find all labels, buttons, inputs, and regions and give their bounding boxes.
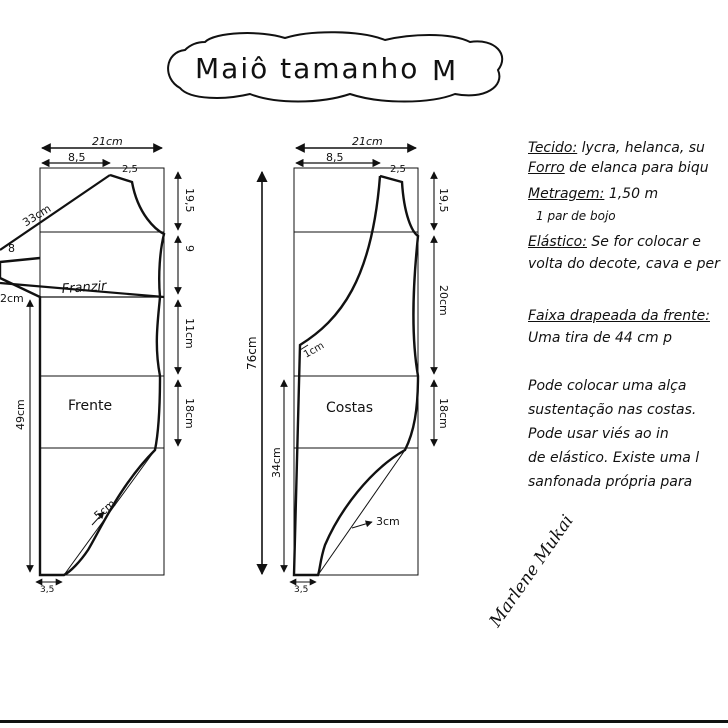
front-diagonal <box>0 174 111 251</box>
note-elastico: Elástico: Se for colocar e <box>528 234 701 251</box>
back-labels: 21cm 8,5 2,5 Costas 19,5 20cm 18cm 76cm … <box>245 135 450 595</box>
back-leg-label: 3cm <box>376 515 400 528</box>
note-pode-4: de elástico. Existe uma l <box>528 450 699 467</box>
note-tecido: Tecido: lycra, helanca, su <box>528 140 705 157</box>
metragem-label: Metragem: <box>528 186 605 202</box>
note-elastico-2: volta do decote, cava e per <box>528 256 720 273</box>
back-left-label: 34cm <box>270 447 283 478</box>
back-shoulder-label: 2,5 <box>390 164 406 175</box>
note-pode-3: Pode usar viés ao in <box>528 426 669 443</box>
note-faixa: Faixa drapeada da frente: <box>528 308 710 325</box>
front-bottom-label: 3,5 <box>40 585 54 595</box>
front-r2-label: 9 <box>183 245 196 252</box>
note-pode-5: sanfonada própria para <box>528 474 692 491</box>
elastico-text: Se for colocar e <box>586 234 701 250</box>
front-gather-label: Franzir <box>61 279 108 297</box>
pode-text-3: Pode usar viés ao in <box>528 426 669 442</box>
tecido-label: Tecido: <box>528 140 578 156</box>
front-gather-line <box>0 281 165 299</box>
front-left-label: 49cm <box>14 399 27 430</box>
bottom-border <box>0 720 728 723</box>
note-pode-1: Pode colocar uma alça <box>528 378 686 395</box>
back-width-label: 21cm <box>352 135 383 148</box>
front-piece <box>0 143 182 586</box>
front-outline <box>0 173 166 577</box>
front-r4-label: 18cm <box>183 398 196 429</box>
back-frame <box>293 167 419 576</box>
pode-text-4: de elástico. Existe uma l <box>528 450 700 466</box>
forro-label: Forro <box>528 160 565 176</box>
front-labels: 21cm 8,5 2,5 33cm 8 2cm Franzir Frente 1… <box>0 135 196 595</box>
signature: Marlene Mukai <box>485 511 578 631</box>
note-pode-2: sustentação nas costas. <box>528 402 696 419</box>
front-side-a-label: 8 <box>8 242 15 255</box>
title-text: Maiô tamanho <box>195 52 419 85</box>
title-size: M <box>432 54 458 87</box>
front-leg-guide <box>63 449 156 576</box>
front-width-label: 21cm <box>92 135 123 148</box>
back-bottom-label: 3,5 <box>294 585 308 595</box>
pode-text-2: sustentação nas costas. <box>528 402 697 418</box>
note-forro: Forro de elanca para biqu <box>528 160 709 177</box>
elastico-text-2: volta do decote, cava e per <box>528 256 720 272</box>
front-shoulder-label: 2,5 <box>122 164 138 175</box>
title-cloud: Maiô tamanho M <box>167 31 504 103</box>
signature-text: Marlene Mukai <box>485 511 578 631</box>
back-inner-label: 1cm <box>302 340 326 360</box>
back-leg-guide <box>317 449 406 576</box>
note-bojo: 1 par de bojo <box>536 208 616 225</box>
front-label: Frente <box>68 398 112 414</box>
front-side-b-label: 2cm <box>0 292 24 305</box>
front-leg-mark <box>91 511 105 526</box>
front-r3-label: 11cm <box>183 318 196 349</box>
pode-text-5: sanfonada própria para <box>528 474 693 490</box>
back-inner-mark <box>299 344 309 351</box>
front-r1-label: 19,5 <box>183 188 196 213</box>
faixa-text: Uma tira de 44 cm p <box>528 330 672 346</box>
faixa-label: Faixa drapeada da frente: <box>528 308 710 324</box>
back-r3-label: 18cm <box>437 398 450 429</box>
back-full-label: 76cm <box>245 336 259 370</box>
bojo-text: 1 par de bojo <box>536 209 616 223</box>
metragem-text: 1,50 m <box>604 186 659 202</box>
back-leg-mark <box>351 520 373 529</box>
back-r1-label: 19,5 <box>437 188 450 213</box>
back-piece <box>256 143 438 586</box>
back-label: Costas <box>326 400 373 416</box>
front-top-label: 8,5 <box>68 151 86 164</box>
back-r2-label: 20cm <box>437 285 450 316</box>
back-top-label: 8,5 <box>326 151 344 164</box>
back-outline <box>292 174 420 577</box>
elastico-label: Elástico: <box>528 234 587 250</box>
note-metragem: Metragem: 1,50 m <box>528 186 658 203</box>
pode-text-1: Pode colocar uma alça <box>528 378 687 394</box>
tecido-text: lycra, helanca, su <box>577 140 705 156</box>
note-faixa-text: Uma tira de 44 cm p <box>528 330 672 347</box>
forro-text: de elanca para biqu <box>564 160 709 176</box>
